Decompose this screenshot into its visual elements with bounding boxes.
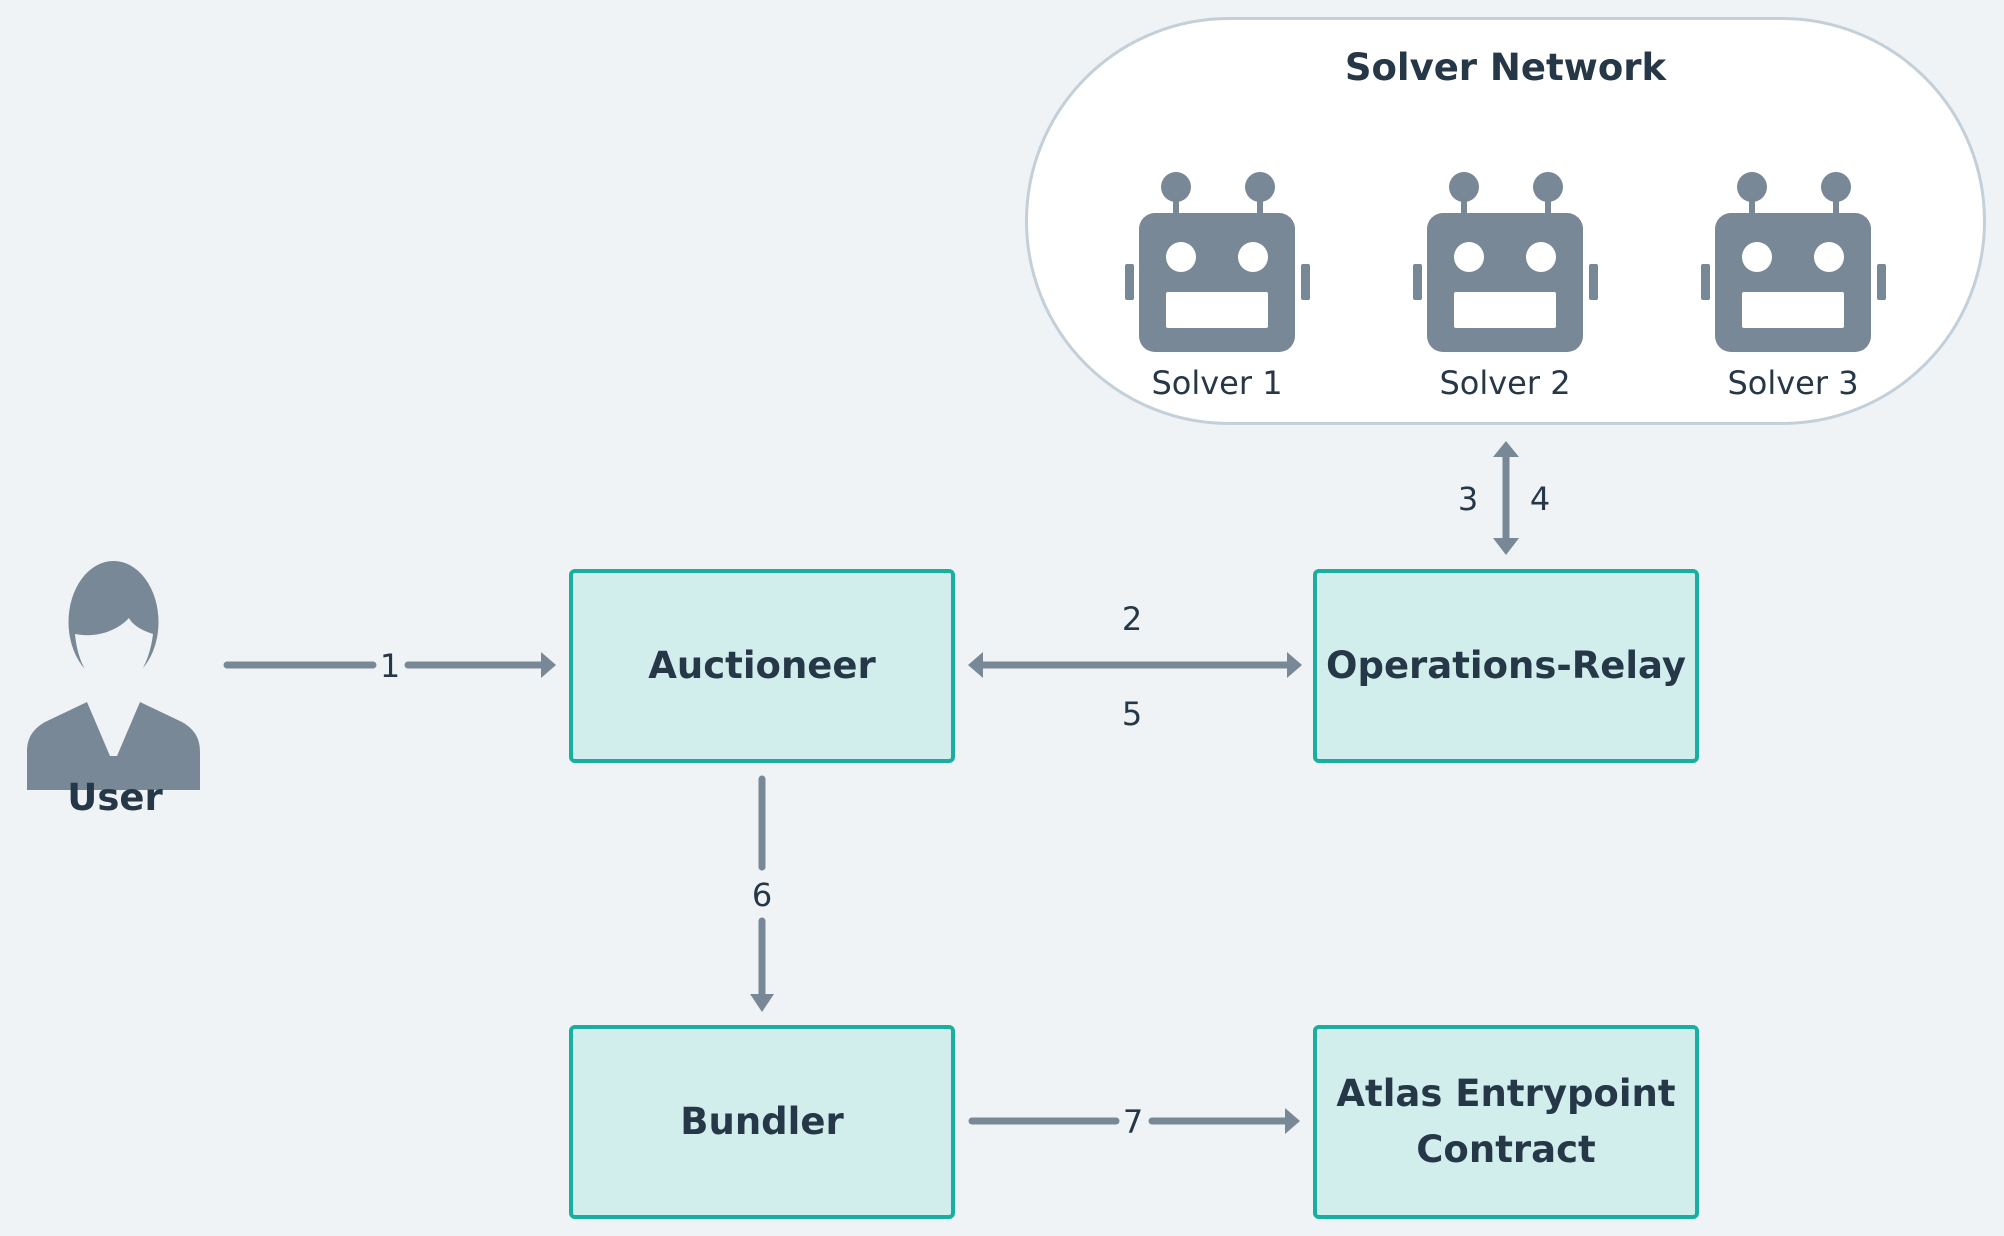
edge-4-label: 4 xyxy=(1529,480,1551,518)
solver-1-label: Solver 1 xyxy=(1151,364,1283,402)
edge-3-label: 3 xyxy=(1457,480,1479,518)
operations-relay-label: Operations-Relay xyxy=(1326,644,1686,687)
edge-1-arrow xyxy=(223,652,556,678)
robot-icon xyxy=(1125,172,1310,352)
atlas-entrypoint-node[interactable]: Atlas Entrypoint Contract xyxy=(1313,1025,1699,1219)
edge-5-label: 5 xyxy=(1121,695,1143,733)
solver-3-label: Solver 3 xyxy=(1727,364,1859,402)
bundler-node[interactable]: Bundler xyxy=(569,1025,955,1219)
user-icon xyxy=(27,561,200,790)
edge-1-label: 1 xyxy=(379,647,401,685)
auctioneer-label: Auctioneer xyxy=(648,644,876,687)
solver-2-label: Solver 2 xyxy=(1439,364,1571,402)
robot-icon xyxy=(1701,172,1886,352)
edge-2-label: 2 xyxy=(1121,600,1143,638)
solver-network-title: Solver Network xyxy=(1344,46,1667,89)
edge-3-4-arrow xyxy=(1493,441,1519,555)
robot-icon xyxy=(1413,172,1598,352)
auctioneer-node[interactable]: Auctioneer xyxy=(569,569,955,763)
edge-2-5-arrow xyxy=(968,652,1302,678)
edge-6-arrow xyxy=(750,775,774,1012)
atlas-label-line2: Contract xyxy=(1416,1128,1596,1171)
operations-relay-node[interactable]: Operations-Relay xyxy=(1313,569,1699,763)
user-label: User xyxy=(67,776,163,819)
edge-6-label: 6 xyxy=(751,876,773,914)
bundler-label: Bundler xyxy=(680,1100,844,1143)
edge-7-label: 7 xyxy=(1122,1103,1144,1141)
edge-7-arrow xyxy=(968,1108,1300,1134)
atlas-label-line1: Atlas Entrypoint xyxy=(1336,1072,1676,1115)
